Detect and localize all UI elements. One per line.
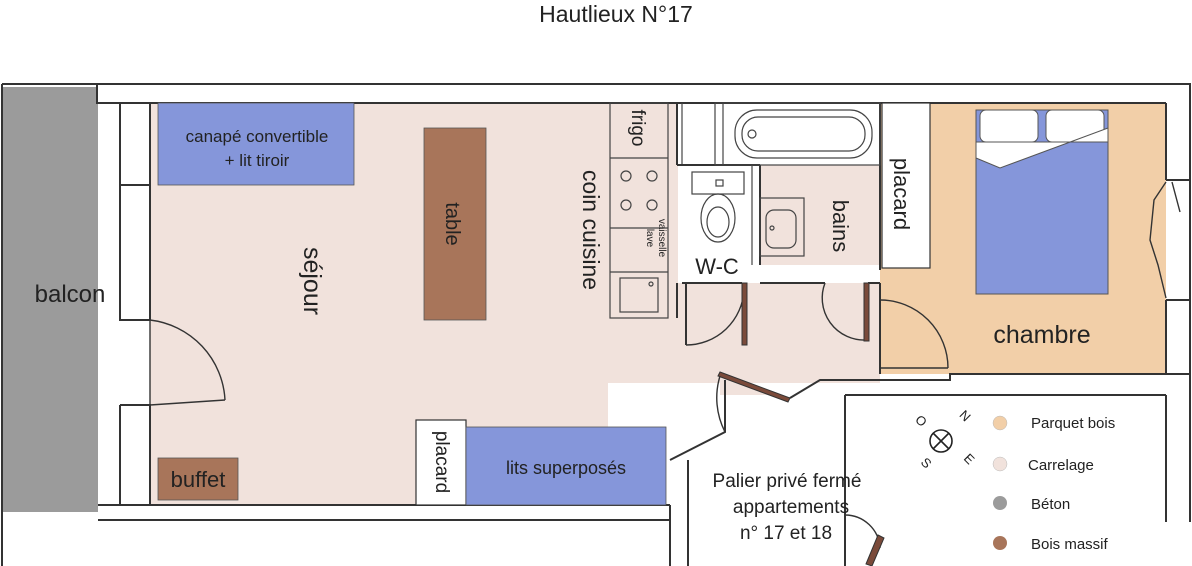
bottom-closet — [415, 419, 467, 506]
bath-label: bains — [828, 200, 853, 253]
legend-label-parquet: Parquet bois — [1031, 415, 1115, 432]
legend-label-bois-massif: Bois massif — [1031, 536, 1109, 553]
legend-label-carrelage: Carrelage — [1028, 457, 1094, 474]
kitchen-label: coin cuisine — [578, 170, 604, 290]
landing-label-line2: appartements — [733, 497, 849, 518]
wc-label: W-C — [695, 254, 739, 279]
sofa-label-line1: canapé convertible — [186, 127, 329, 146]
landing-label-line1: Palier privé fermé — [713, 471, 862, 492]
dining-table — [423, 127, 487, 321]
bottom-closet-label: placard — [431, 431, 452, 493]
bedroom-label: chambre — [993, 321, 1090, 349]
bath-floor — [760, 165, 882, 265]
balcony-door — [149, 319, 226, 406]
toilet — [691, 171, 745, 243]
bedroom-closet-label: placard — [889, 158, 914, 230]
bathtub — [734, 109, 873, 159]
balcony-label: balcon — [35, 281, 106, 308]
buffet-label: buffet — [171, 467, 226, 492]
bathroom-door — [821, 282, 870, 342]
plan-title: Hautlieux N°17 — [539, 1, 693, 27]
wc-door — [685, 282, 748, 346]
bedroom-window — [1149, 181, 1181, 299]
legend-swatch-carrelage — [992, 456, 1008, 472]
kitchen-sink — [619, 277, 659, 313]
dishwasher-label-line2: vaisselle — [656, 219, 667, 258]
bathroom-sink — [759, 197, 805, 257]
balcony-floor — [2, 87, 98, 512]
compass-south: S — [918, 454, 935, 471]
legend-swatch-parquet — [992, 415, 1008, 431]
stove-hob — [620, 170, 658, 211]
landing-label-line3: n° 17 et 18 — [740, 523, 832, 544]
legend: Parquet bois Carrelage Béton Bois massif — [992, 415, 1115, 553]
kitchen-counter — [609, 102, 669, 319]
compass-west: O — [912, 412, 930, 430]
entrance-door — [716, 371, 791, 433]
bedroom-door — [879, 299, 949, 369]
living-room-label: séjour — [298, 247, 326, 315]
legend-swatch-bois-massif — [993, 536, 1007, 550]
sofa-bed — [157, 102, 355, 186]
legend-swatch-beton — [993, 496, 1007, 510]
buffet — [157, 457, 239, 501]
legend-label-beton: Béton — [1031, 496, 1070, 513]
compass-north: N — [957, 407, 974, 424]
dishwasher-label-line1: lave — [644, 229, 655, 248]
table-label: table — [441, 202, 463, 245]
compass-rose: N E S O — [912, 407, 977, 471]
bedroom-closet — [881, 102, 931, 269]
sofa-label-line2: + lit tiroir — [225, 151, 290, 170]
double-bed — [975, 109, 1109, 295]
bunk-beds — [465, 426, 667, 506]
bunk-beds-label: lits superposés — [506, 458, 626, 478]
landing-door — [844, 514, 885, 566]
compass-east: E — [961, 450, 978, 467]
kitchen-floor — [608, 103, 678, 283]
fridge-label: frigo — [627, 110, 648, 147]
